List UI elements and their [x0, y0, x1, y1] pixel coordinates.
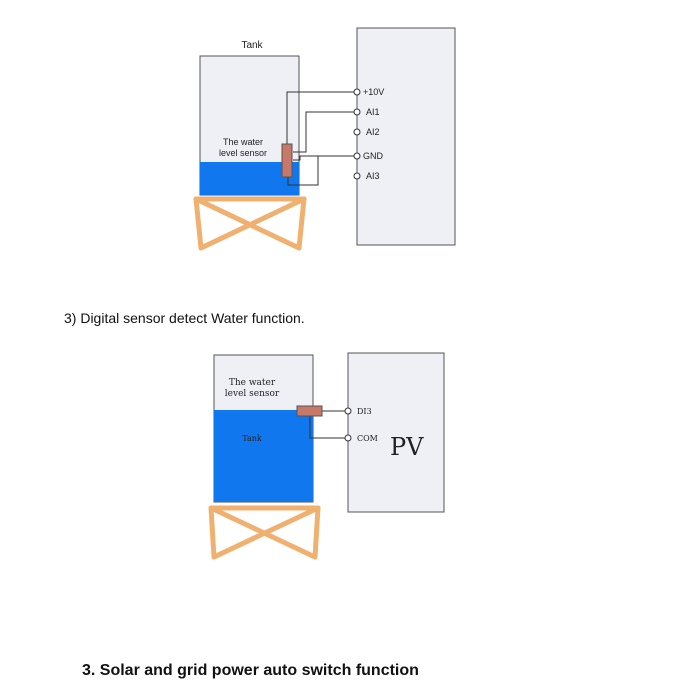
sensor-label-line1: The water [223, 137, 263, 147]
section-title: 3. Solar and grid power auto switch func… [82, 662, 419, 679]
terminal-10v [353, 88, 361, 96]
terminal-gnd-label: GND [363, 151, 384, 161]
digital-sensor-heading: 3) Digital sensor detect Water function. [64, 310, 305, 326]
terminal-gnd [353, 152, 361, 160]
tank-stand-2 [208, 505, 321, 560]
terminal-com [344, 434, 352, 442]
pv-panel [347, 352, 445, 513]
terminal-di3-label: DI3 [357, 407, 372, 416]
terminal-ai2-label: AI2 [366, 127, 380, 137]
terminal-ai3 [353, 172, 361, 180]
water-level-sensor-2 [296, 405, 323, 417]
terminal-di3 [344, 407, 352, 415]
terminal-block-1: +10V AI1 AI2 GND AI3 [353, 87, 384, 181]
water-level-sensor [281, 143, 293, 178]
terminal-ai1 [353, 108, 361, 116]
sensor-label-line2: level sensor [219, 148, 267, 158]
water-fill-2 [214, 410, 313, 502]
terminal-ai3-label: AI3 [366, 171, 380, 181]
tank-stand [193, 196, 307, 251]
terminal-10v-label: +10V [363, 87, 384, 97]
sensor-wires [286, 91, 354, 186]
pv-label: PV [390, 433, 424, 461]
tank-label: Tank [241, 40, 263, 51]
terminal-ai2 [353, 128, 361, 136]
tank-label-2: Tank [242, 434, 262, 443]
terminal-com-label: COM [357, 434, 378, 443]
sensor-label-2-line1: The water [229, 378, 276, 388]
sensor-wires-2 [309, 410, 345, 439]
diagram-1: Tank The water level sensor +10V AI1 [193, 27, 456, 251]
sensor-label-2-line2: level sensor [225, 389, 280, 399]
terminal-block-2: DI3 COM [344, 407, 378, 443]
terminal-ai1-label: AI1 [366, 107, 380, 117]
diagram-2: The water level sensor Tank DI3 COM PV [208, 352, 445, 560]
controller-panel [356, 27, 456, 246]
